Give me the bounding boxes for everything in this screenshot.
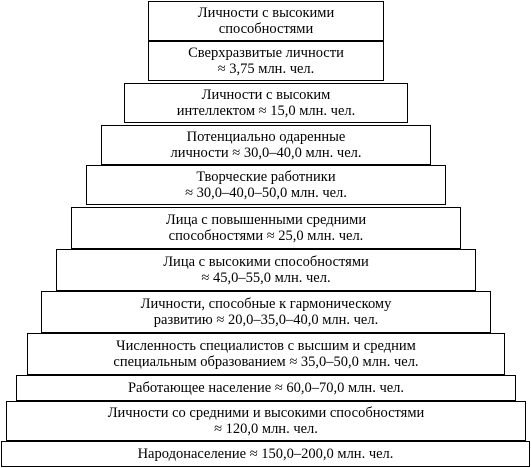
pyramid-level-6: Лица с повышенными средними способностям… <box>71 207 461 249</box>
level-line: Личности с высокими <box>197 5 335 21</box>
level-line: способностями ≈ 25,0 млн. чел. <box>168 228 364 244</box>
level-line: Работающее население ≈ 60,0–70,0 млн. че… <box>127 380 405 396</box>
pyramid-level-8: Личности, способные к гармоническому раз… <box>41 291 491 333</box>
level-line: Народонаселение ≈ 150,0–200,0 млн. чел. <box>137 446 394 462</box>
level-line: способностями <box>218 21 314 37</box>
pyramid-level-11: Личности со средними и высокими способно… <box>6 401 526 441</box>
level-label: Личности со средними и высокими способно… <box>108 405 425 437</box>
pyramid-level-5: Творческие работники ≈ 30,0–40,0–50,0 мл… <box>86 165 446 205</box>
level-line: Лица с высокими способностями <box>163 254 369 270</box>
level-line: развитию ≈ 20,0–35,0–40,0 млн. чел. <box>153 312 379 328</box>
pyramid-level-2: Сверхразвитые личности ≈ 3,75 млн. чел. <box>148 41 384 81</box>
level-line: Потенциально одаренные <box>186 129 346 145</box>
level-line: ≈ 30,0–40,0–50,0 млн. чел. <box>185 185 347 201</box>
pyramid-level-3: Личности с высоким интеллектом ≈ 15,0 мл… <box>124 83 408 123</box>
level-line: Сверхразвитые личности <box>188 45 344 61</box>
level-label: Творческие работники ≈ 30,0–40,0–50,0 мл… <box>185 169 347 201</box>
level-line: ≈ 120,0 млн. чел. <box>214 421 318 437</box>
pyramid-level-9: Численность специалистов с высшим и сред… <box>27 333 505 375</box>
pyramid-level-12: Народонаселение ≈ 150,0–200,0 млн. чел. <box>1 441 530 467</box>
level-label: Потенциально одаренные личности ≈ 30,0–4… <box>170 129 361 161</box>
level-label: Лица с высокими способностями ≈ 45,0–55,… <box>163 254 369 286</box>
level-line: Численность специалистов с высшим и сред… <box>116 338 416 354</box>
level-line: Творческие работники <box>196 169 336 185</box>
pyramid-level-4: Потенциально одаренные личности ≈ 30,0–4… <box>101 125 431 165</box>
level-line: Личности с высоким <box>201 87 331 103</box>
pyramid-level-1: Личности с высокими способностями <box>148 1 384 41</box>
level-line: Личности со средними и высокими способно… <box>107 405 425 421</box>
level-label: Численность специалистов с высшим и сред… <box>113 338 418 370</box>
level-label: Личности, способные к гармоническому раз… <box>141 296 392 328</box>
level-label: Личности с высоким интеллектом ≈ 15,0 мл… <box>177 87 356 119</box>
level-label: Лица с повышенными средними способностям… <box>166 212 366 244</box>
level-line: специальным образованием ≈ 35,0–50,0 млн… <box>113 354 419 370</box>
level-label: Работающее население ≈ 60,0–70,0 млн. че… <box>128 380 404 396</box>
level-label: Сверхразвитые личности ≈ 3,75 млн. чел. <box>188 45 344 77</box>
pyramid-level-7: Лица с высокими способностями ≈ 45,0–55,… <box>56 249 476 291</box>
level-line: ≈ 45,0–55,0 млн. чел. <box>201 270 331 286</box>
level-line: интеллектом ≈ 15,0 млн. чел. <box>176 103 356 119</box>
level-line: Личности, способные к гармоническому <box>140 296 392 312</box>
level-label: Личности с высокими способностями <box>198 5 335 37</box>
pyramid-level-10: Работающее население ≈ 60,0–70,0 млн. че… <box>16 375 516 401</box>
level-line: ≈ 3,75 млн. чел. <box>217 61 315 77</box>
level-line: личности ≈ 30,0–40,0 млн. чел. <box>170 145 362 161</box>
level-label: Народонаселение ≈ 150,0–200,0 млн. чел. <box>138 446 394 462</box>
level-line: Лица с повышенными средними <box>165 212 367 228</box>
